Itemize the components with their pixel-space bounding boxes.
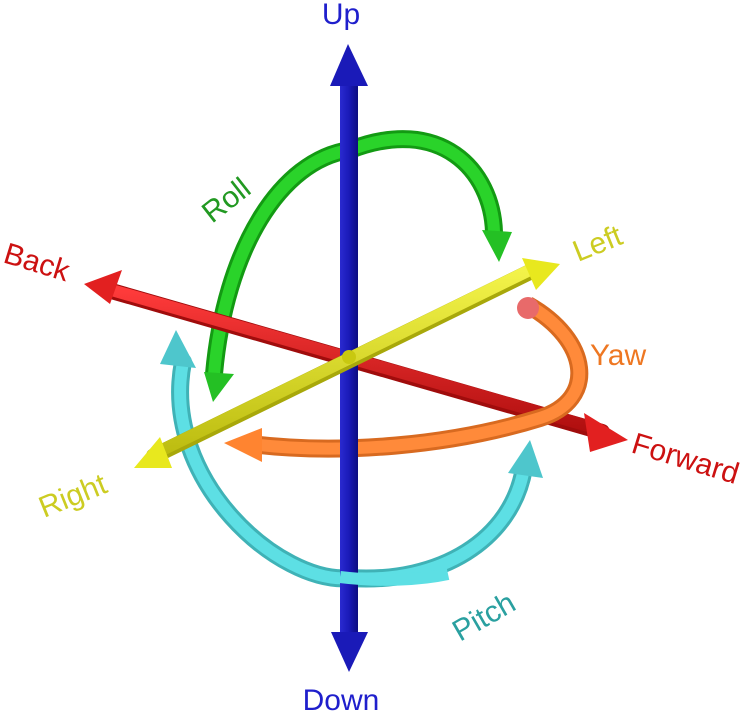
label-yaw: Yaw [590,339,646,372]
label-roll: Roll [196,172,257,230]
up-arrowhead [330,44,368,86]
label-back: Back [0,237,74,288]
back-arrowhead [84,270,122,304]
forward-arrowhead [584,413,628,452]
pitch-arrow-front [339,568,450,586]
label-up: Up [322,0,360,31]
down-arrowhead [331,632,368,672]
label-left: Left [568,219,627,269]
label-right: Right [34,467,112,524]
left-arrowhead [522,258,560,290]
origin-point [342,350,356,364]
label-pitch: Pitch [447,586,521,648]
label-down: Down [303,684,380,712]
yaw-arrow [224,297,589,462]
right-arrowhead [134,437,172,468]
label-forward: Forward [628,427,743,491]
